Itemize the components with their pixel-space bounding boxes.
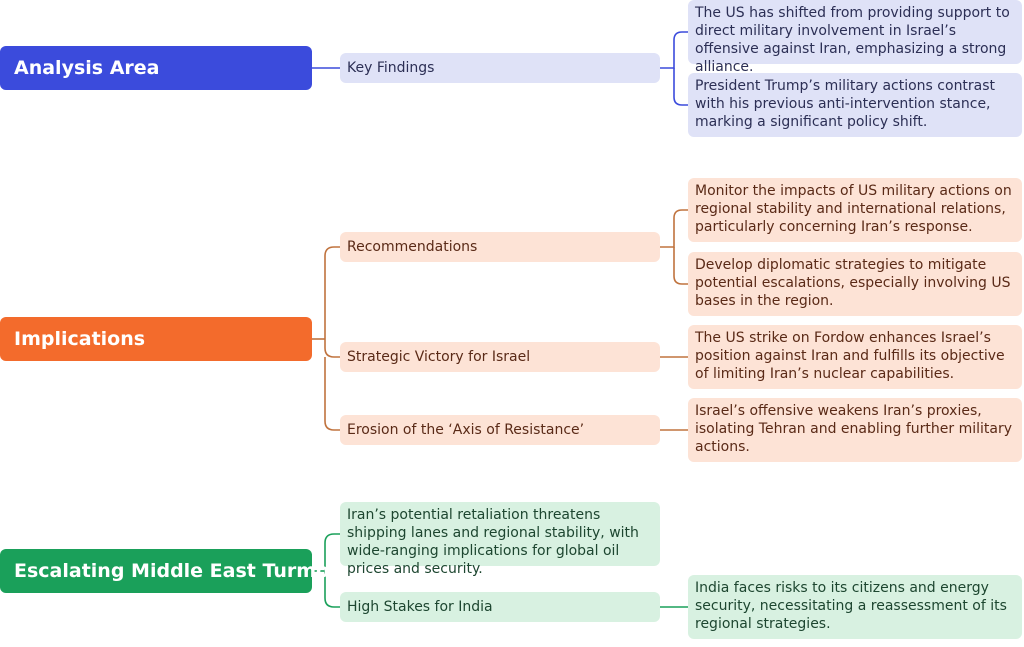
erosion-detail-text: Israel’s offensive weakens Iran’s proxie… <box>695 403 1013 455</box>
branch-erosion-label: Erosion of the ‘Axis of Resistance’ <box>347 422 585 438</box>
india-detail-text: India faces risks to its citizens and en… <box>695 580 1007 632</box>
india-detail[interactable]: India faces risks to its citizens and en… <box>688 575 1022 639</box>
connector-escalating-to-retaliation <box>324 533 340 571</box>
key-finding-1-text: The US has shifted from providing suppor… <box>695 5 1010 75</box>
key-finding-1[interactable]: The US has shifted from providing suppor… <box>688 0 1022 75</box>
erosion-detail[interactable]: Israel’s offensive weakens Iran’s proxie… <box>688 398 1022 462</box>
analysis-connectors <box>312 31 688 106</box>
root-implications[interactable]: Implications <box>0 317 312 361</box>
recommendation-2[interactable]: Develop diplomatic strategies to mitigat… <box>688 252 1022 316</box>
branch-recommendations[interactable]: Recommendations <box>340 232 660 262</box>
branch-strategic-victory[interactable]: Strategic Victory for Israel <box>340 342 660 372</box>
branch-key-findings-label: Key Findings <box>347 60 435 76</box>
connector-implications-to-erosion <box>324 357 340 431</box>
connector-recommendations-to-rec-1 <box>660 209 688 248</box>
strategic-victory-detail[interactable]: The US strike on Fordow enhances Israel’… <box>688 325 1022 389</box>
branch-retaliation[interactable]: Iran’s potential retaliation threatens s… <box>340 502 660 577</box>
root-implications-label: Implications <box>14 328 146 350</box>
branch-recommendations-label: Recommendations <box>347 239 478 255</box>
branch-strategic-victory-label: Strategic Victory for Israel <box>347 349 531 365</box>
connector-implications-to-recommendations <box>324 246 340 339</box>
branch-retaliation-text: Iran’s potential retaliation threatens s… <box>347 507 639 577</box>
recommendation-1-text: Monitor the impacts of US military actio… <box>695 183 1012 235</box>
key-finding-2-text: President Trump’s military actions contr… <box>695 78 996 130</box>
key-finding-2[interactable]: President Trump’s military actions contr… <box>688 73 1022 137</box>
connector-key-findings-to-finding-2 <box>673 68 688 106</box>
connector-recommendations-to-rec-2 <box>673 247 688 285</box>
root-escalating-turmoil[interactable]: Escalating Middle East Turmoil <box>0 549 342 593</box>
connector-implications-to-strategic-victory <box>324 339 340 358</box>
branch-key-findings[interactable]: Key Findings <box>340 53 660 83</box>
strategic-victory-detail-text: The US strike on Fordow enhances Israel’… <box>695 330 1005 382</box>
root-escalating-turmoil-label: Escalating Middle East Turmoil <box>14 560 343 582</box>
recommendation-2-text: Develop diplomatic strategies to mitigat… <box>695 257 1011 309</box>
branch-high-stakes-india-label: High Stakes for India <box>347 599 493 615</box>
root-analysis-area-label: Analysis Area <box>14 57 160 79</box>
connector-key-findings-to-finding-1 <box>660 31 688 69</box>
recommendation-1[interactable]: Monitor the impacts of US military actio… <box>688 178 1022 242</box>
escalating-connectors <box>312 533 688 608</box>
branch-erosion[interactable]: Erosion of the ‘Axis of Resistance’ <box>340 415 660 445</box>
implications-connectors <box>312 209 688 431</box>
connector-escalating-to-india <box>324 571 340 608</box>
branch-high-stakes-india[interactable]: High Stakes for India <box>340 592 660 622</box>
root-analysis-area[interactable]: Analysis Area <box>0 46 312 90</box>
